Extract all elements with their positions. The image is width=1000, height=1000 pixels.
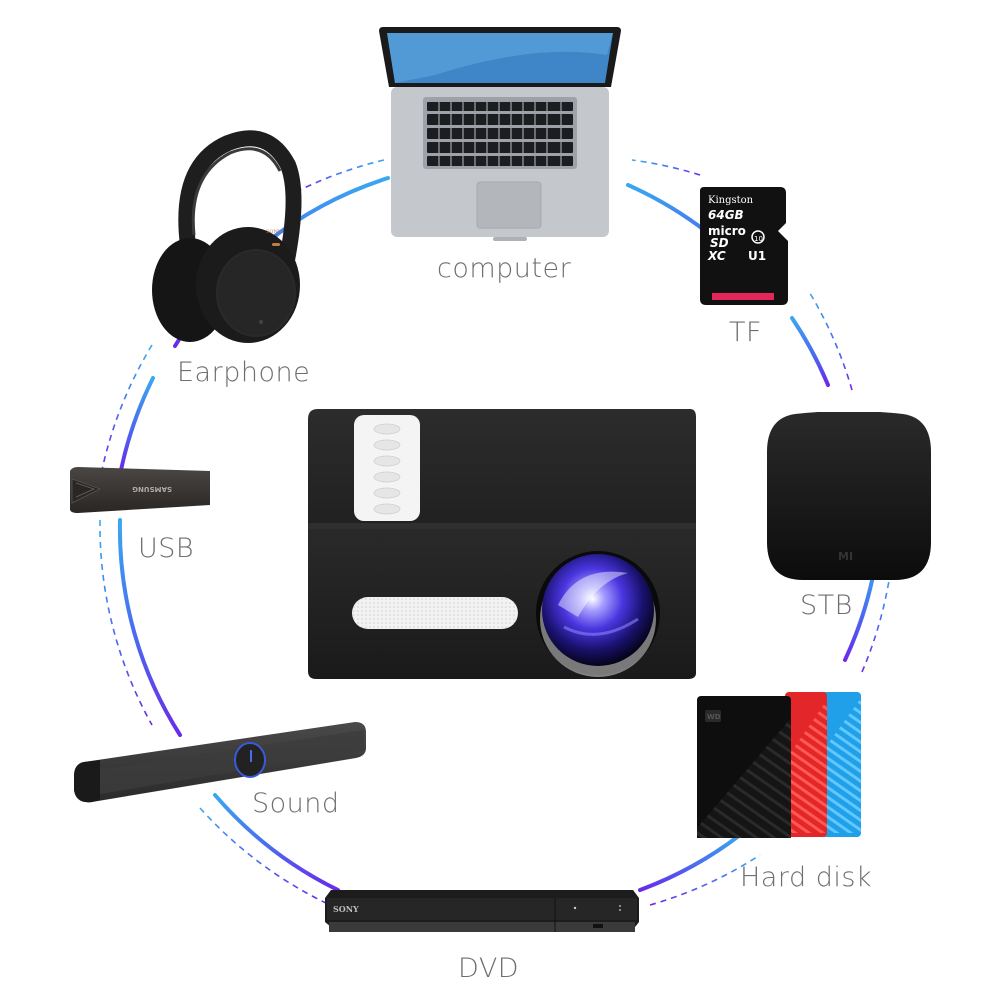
svg-text:10: 10 — [754, 235, 763, 243]
projector-buttons — [373, 423, 401, 515]
label-stb: STB — [800, 590, 853, 621]
external-hard-drive-icon: WD — [697, 692, 861, 838]
svg-text:XC: XC — [707, 249, 726, 263]
device-earphone: SONY — [148, 125, 308, 350]
svg-text:micro: micro — [708, 224, 746, 238]
device-usb: SAMSUNG — [68, 465, 213, 521]
svg-text:SONY: SONY — [333, 904, 359, 914]
svg-text:SONY: SONY — [266, 229, 282, 235]
svg-text:MI: MI — [838, 550, 853, 563]
label-computer: computer — [437, 253, 572, 284]
device-dvd: SONY — [323, 884, 641, 942]
soundbar-icon — [74, 722, 366, 803]
device-hard-disk: WD — [697, 688, 865, 840]
device-computer — [375, 25, 625, 245]
projector-icon — [308, 409, 696, 679]
projector — [308, 405, 696, 681]
headphones-icon: SONY — [152, 130, 302, 343]
svg-text:WD: WD — [707, 713, 721, 721]
speaker-grille — [352, 597, 518, 629]
label-sound: Sound — [252, 788, 340, 819]
usb-flash-drive-icon: SAMSUNG — [70, 467, 210, 513]
set-top-box-icon: MI — [767, 412, 931, 580]
laptop-icon — [379, 27, 621, 241]
label-dvd: DVD — [458, 953, 520, 984]
projector-lens — [542, 554, 654, 666]
label-hard-disk: Hard disk — [740, 862, 873, 893]
microsd-card-icon: Kingston 64GB micro SD XC 10 U1 — [700, 187, 788, 305]
dvd-player-icon: SONY — [325, 890, 639, 932]
svg-text:Kingston: Kingston — [708, 195, 754, 206]
device-sound — [70, 712, 370, 812]
label-usb: USB — [138, 533, 195, 564]
label-tf: TF — [729, 317, 763, 348]
device-tf-card: Kingston 64GB micro SD XC 10 U1 — [700, 187, 792, 305]
label-earphone: Earphone — [177, 357, 311, 388]
device-stb: MI — [765, 412, 933, 582]
svg-text:U1: U1 — [748, 249, 766, 263]
svg-text:SAMSUNG: SAMSUNG — [132, 485, 172, 493]
svg-text:SD: SD — [710, 236, 729, 250]
svg-text:64GB: 64GB — [708, 208, 744, 222]
